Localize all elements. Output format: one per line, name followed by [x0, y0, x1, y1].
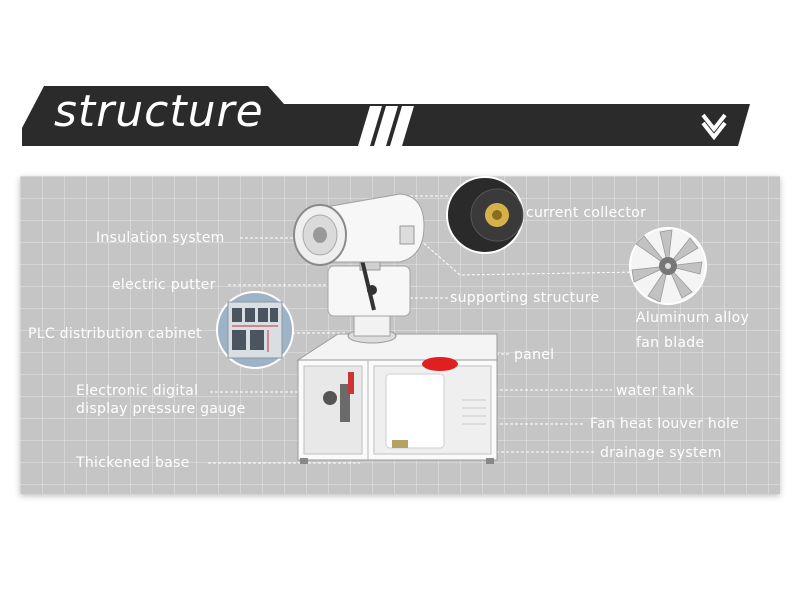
fan-blade-icon [631, 229, 703, 303]
label-plc-cabinet: PLC distribution cabinet [28, 326, 202, 342]
label-drainage-system: drainage system [600, 445, 722, 461]
fog-cannon-barrel [293, 193, 425, 266]
header-banner: structure [0, 0, 800, 170]
label-current-collector: current collector [526, 205, 647, 221]
label-fan-blade-line1: Aluminum alloy [636, 310, 750, 326]
label-insulation-system: Insulation system [96, 230, 225, 246]
fan-blade-inset [629, 227, 707, 305]
label-louver-hole: Fan heat louver hole [590, 416, 740, 432]
current-collector-inset [446, 176, 524, 254]
label-electric-putter: electric putter [112, 277, 216, 293]
leader-fan-blade [419, 239, 641, 276]
label-fan-blade-line2: fan blade [636, 335, 705, 351]
banner-stripe [358, 106, 382, 146]
pressure-gauge [323, 391, 337, 405]
chevron-down-icon [701, 113, 727, 141]
page-title: structure [54, 86, 264, 137]
label-thickened-base: Thickened base [76, 455, 190, 471]
label-supporting-structure: supporting structure [450, 290, 600, 306]
banner-stripe [374, 106, 398, 146]
plc-cabinet-inset [216, 291, 294, 369]
electric-putter [360, 259, 377, 311]
label-pressure-gauge-line2: display pressure gauge [76, 401, 246, 417]
label-water-tank: water tank [616, 383, 695, 399]
label-panel: panel [514, 347, 555, 363]
water-tank [385, 373, 445, 449]
drainage-valve [392, 440, 408, 448]
louver-hole [462, 399, 486, 425]
machine-base [296, 333, 498, 464]
banner-stripe [390, 106, 414, 146]
label-pressure-gauge-line1: Electronic digital [76, 383, 199, 399]
tank-cap [422, 357, 458, 371]
banner-shape [22, 86, 750, 146]
